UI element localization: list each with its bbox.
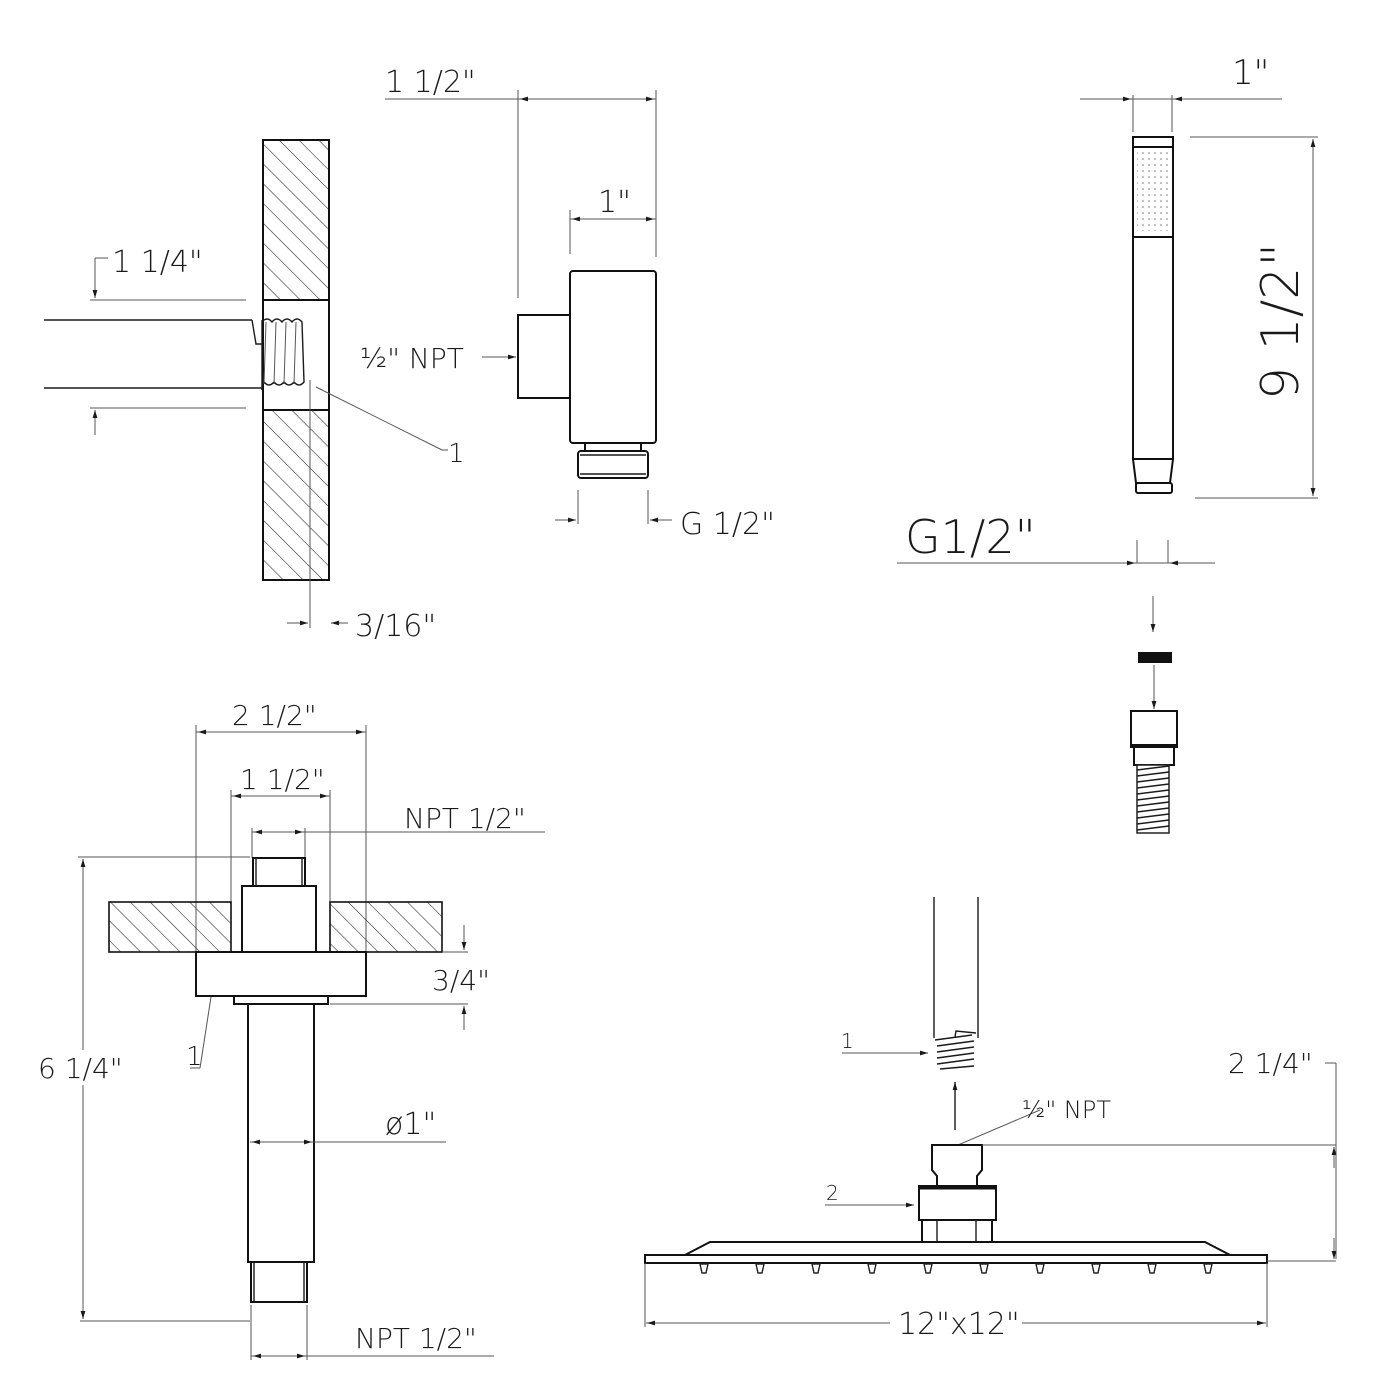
shower-plate — [644, 1254, 1268, 1264]
head-size-label: 12"x12" — [898, 1307, 1020, 1342]
thread-callout-label: 1 — [448, 439, 465, 469]
arm-mount — [241, 885, 317, 953]
head-inlet-thread-label: ½" NPT — [1022, 1096, 1111, 1124]
spray-nozzles-icon — [1137, 151, 1169, 231]
wall-elbow-view: 1 1/4" 1 3/16" — [44, 139, 465, 644]
wall-section-lower — [262, 409, 330, 581]
washer-icon — [1138, 652, 1172, 663]
flange-callout-label: 1 — [186, 1042, 203, 1072]
hand-shower-connector — [1135, 482, 1173, 494]
thread-icon — [934, 1030, 977, 1070]
hand-shower-handle — [1132, 236, 1174, 460]
outlet-thread-nut — [577, 450, 649, 479]
ceiling-arm-view: 2 1/2" 1 1/2" NPT 1/2" — [38, 699, 545, 1360]
hand-shower-connection-label: G1/2" — [905, 510, 1036, 564]
head-height-label: 2 1/4" — [1228, 1047, 1313, 1080]
flange-collar — [233, 995, 329, 1005]
shower-plate-top — [684, 1241, 1231, 1256]
ceiling-section-left — [108, 901, 232, 953]
bottom-thread-nipple — [250, 1261, 308, 1303]
hand-shower-width-label: 1" — [1232, 53, 1269, 93]
outlet-thread-label: G 1/2" — [680, 507, 775, 542]
swivel-callout-label: 2 — [826, 1181, 839, 1205]
wall-section-upper — [262, 139, 330, 301]
inner-diameter-label: 1 1/2" — [240, 763, 325, 796]
wall-outlet-view: 1 1/2" 1" ½" NPT G 1/2" — [360, 65, 775, 542]
hand-shower-taper — [1131, 458, 1175, 484]
top-thread-label: NPT 1/2" — [404, 802, 526, 835]
pipe-diameter-label: 1 1/4" — [112, 245, 203, 280]
swivel-ball-top — [931, 1144, 983, 1187]
overall-length-label: 6 1/4" — [38, 1052, 123, 1085]
outlet-body-width-label: 1" — [598, 185, 631, 220]
shower-arm — [247, 1003, 315, 1263]
swivel-base — [921, 1219, 993, 1243]
hose-icon — [1136, 764, 1170, 834]
outlet-body — [569, 270, 657, 444]
top-thread-nipple — [252, 857, 306, 887]
escutcheon-flange — [195, 951, 367, 997]
hand-shower-length-label: 9 1/2" — [1251, 243, 1311, 400]
wall-opening — [262, 299, 330, 411]
hand-shower-cap — [1132, 136, 1174, 148]
hose-nut — [1130, 710, 1178, 766]
ceiling-section-right — [329, 901, 443, 953]
hand-shower-view: 1" 9 1/2" G1/2" — [897, 53, 1318, 834]
thread-icon — [251, 318, 305, 390]
swivel-nut — [918, 1185, 997, 1221]
outlet-neck — [584, 442, 642, 452]
outlet-inlet-stub — [517, 314, 571, 399]
outlet-depth-label: 1 1/2" — [385, 65, 476, 100]
rain-head-view: 1 ½" NPT 2 — [644, 897, 1337, 1342]
flange-diameter-label: 2 1/2" — [232, 699, 317, 732]
arm-diameter-label: ø1" — [385, 1107, 436, 1142]
flange-height-label: 3/4" — [432, 964, 490, 997]
wall-recess-label: 3/16" — [355, 609, 436, 644]
bottom-thread-label: NPT 1/2" — [355, 1322, 477, 1355]
nozzles-icon — [699, 1263, 1213, 1274]
arm-thread-callout-label: 1 — [841, 1029, 854, 1053]
outlet-inlet-thread-label: ½" NPT — [360, 342, 464, 375]
